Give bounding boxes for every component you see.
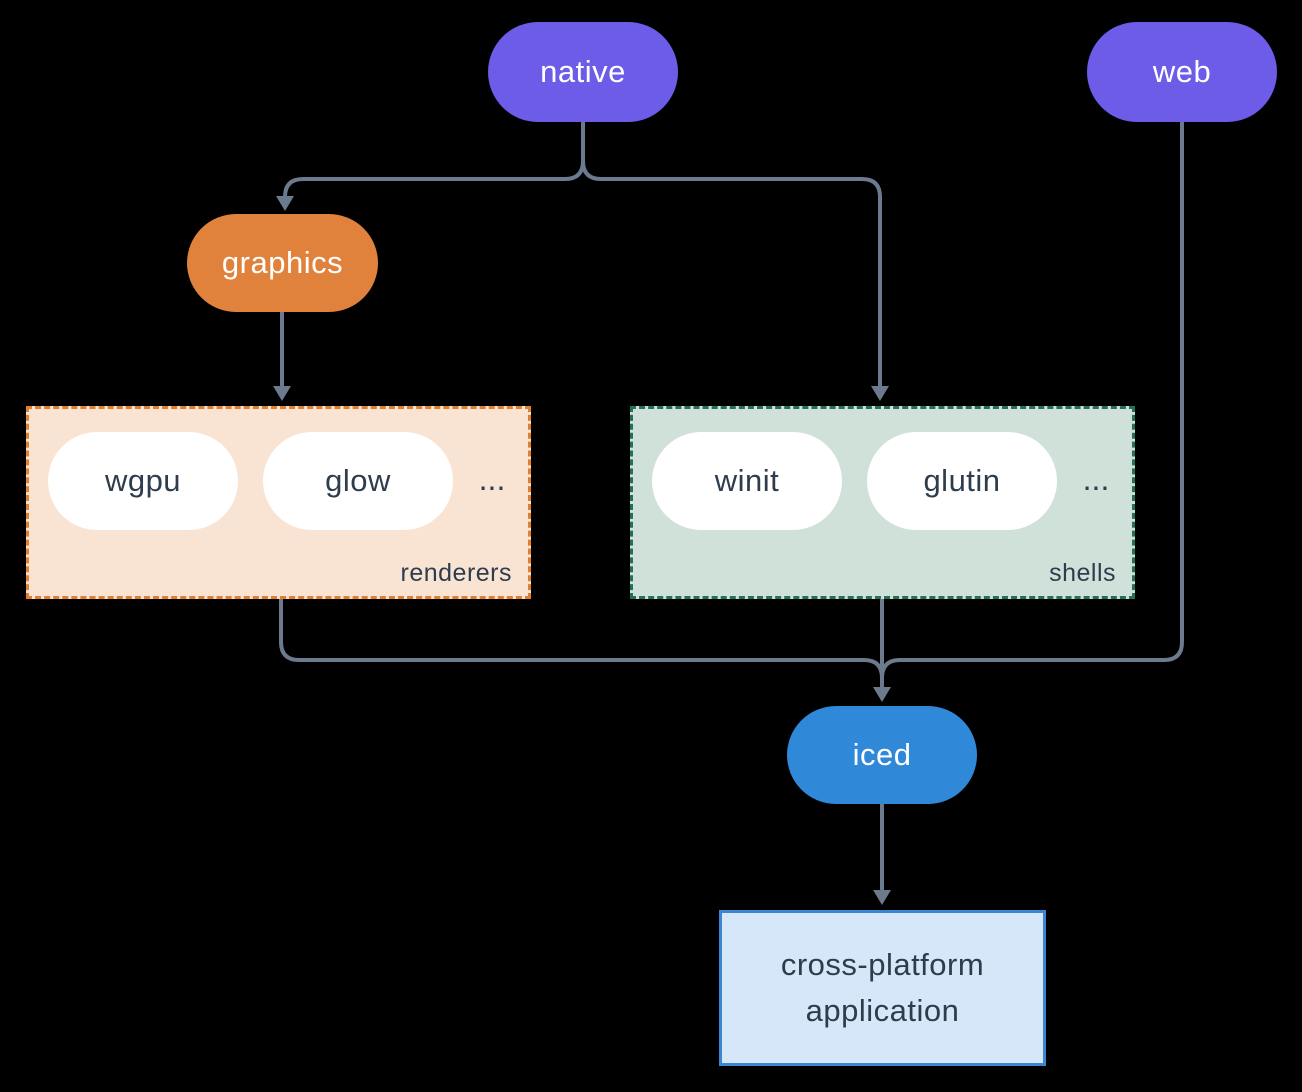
application-label-line1: cross-platform: [780, 947, 985, 982]
arrowhead-iced: [873, 687, 891, 702]
node-glutin-label: glutin: [923, 463, 1001, 498]
group-renderers: wgpu glow ... renderers: [26, 406, 531, 599]
node-iced-label: iced: [852, 737, 912, 772]
node-winit-label: winit: [714, 463, 780, 498]
application-label-line2: application: [805, 993, 960, 1028]
edge-native-shells: [581, 122, 882, 386]
node-native-label: native: [540, 54, 626, 89]
arrowhead-shells: [871, 386, 889, 401]
node-wgpu: wgpu: [48, 432, 238, 530]
renderers-ellipsis: ...: [478, 461, 506, 497]
edge-renderers-iced: [279, 599, 884, 679]
node-web: web: [1087, 22, 1277, 122]
node-glow-label: glow: [325, 463, 391, 498]
arrowhead-graphics: [276, 196, 294, 211]
node-glutin: glutin: [867, 432, 1057, 530]
node-web-label: web: [1152, 54, 1212, 89]
shells-group-label: shells: [1049, 559, 1116, 587]
node-wgpu-label: wgpu: [104, 463, 182, 498]
node-cross-platform-application: cross-platform application: [719, 910, 1046, 1066]
renderers-group-label: renderers: [400, 559, 512, 587]
node-native: native: [488, 22, 678, 122]
arrowhead-renderers: [273, 386, 291, 401]
group-shells: winit glutin ... shells: [630, 406, 1135, 599]
node-iced: iced: [787, 706, 977, 804]
node-glow: glow: [263, 432, 453, 530]
edge-native-graphics: [283, 122, 585, 198]
arrowhead-application: [873, 890, 891, 905]
shells-ellipsis: ...: [1082, 461, 1110, 497]
node-graphics-label: graphics: [221, 245, 344, 280]
node-winit: winit: [652, 432, 842, 530]
node-graphics: graphics: [187, 214, 378, 312]
